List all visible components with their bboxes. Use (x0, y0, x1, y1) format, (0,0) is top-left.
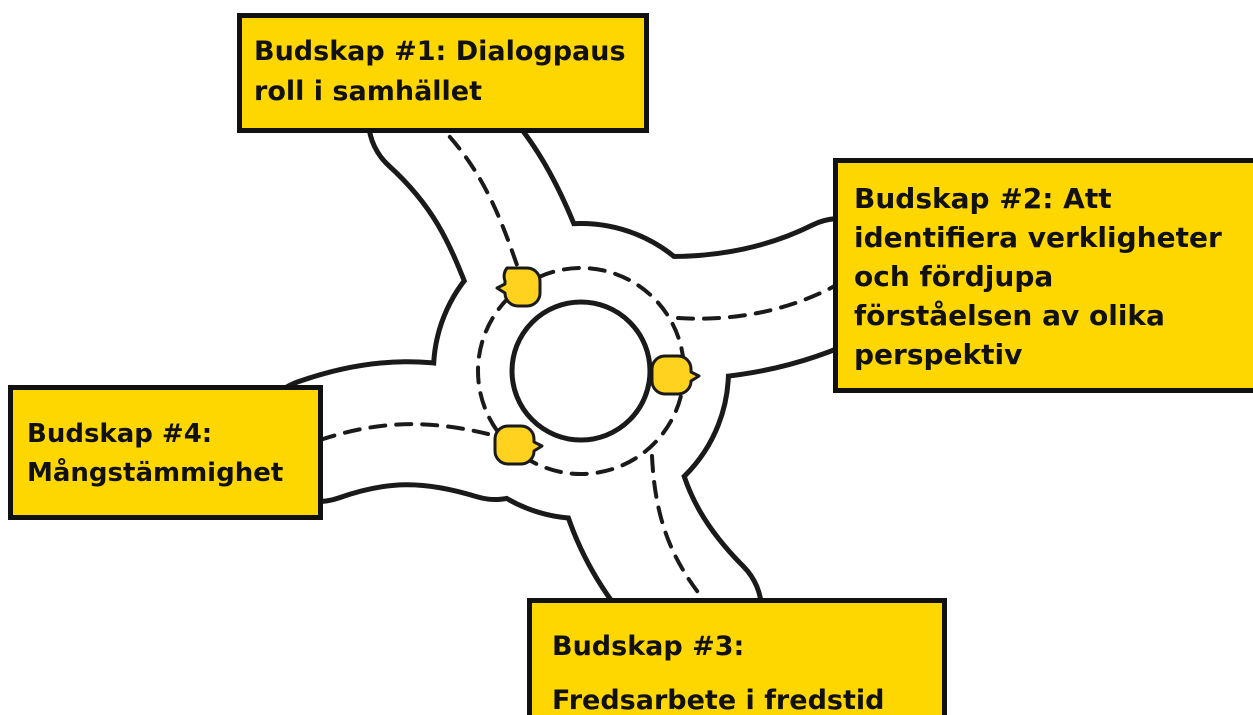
road-south-dash (650, 454, 706, 602)
message-box-2: Budskap #2: Att identifiera verkligheter… (833, 158, 1253, 393)
message-2-line-1: Budskap #2: Att (854, 182, 1112, 215)
speech-bubble-icon (650, 354, 701, 396)
message-box-3: Budskap #3: Fredsarbete i fredstid (527, 598, 947, 715)
message-box-4: Budskap #4: Mångstämmighet (8, 385, 323, 520)
message-2-line-3: och fördjupa (854, 260, 1054, 293)
message-2-line-2: identifiera verkligheter (854, 221, 1222, 254)
message-2-line-5: perspektiv (854, 338, 1023, 371)
speech-bubble-icon (493, 424, 544, 466)
message-1-line-1: Budskap #1: Dialogpaus (254, 36, 626, 67)
message-3-line-2: Fredsarbete i fredstid (552, 685, 885, 715)
message-4-line-2: Mångstämmighet (27, 458, 284, 488)
center-island (509, 299, 653, 443)
road-surfaces (259, 61, 899, 669)
road-east-dash (676, 280, 844, 321)
road-west-dash (318, 422, 490, 442)
message-1-line-2: roll i samhället (254, 76, 483, 107)
message-2-line-4: förståelsen av olika (854, 299, 1165, 332)
message-4-line-1: Budskap #4: (27, 419, 213, 449)
message-3-line-1: Budskap #3: (552, 631, 745, 662)
road-north-dash (430, 116, 520, 270)
speech-bubble-icon (495, 266, 542, 308)
speech-bubbles (493, 266, 701, 466)
message-box-1: Budskap #1: Dialogpaus roll i samhället (237, 13, 649, 133)
